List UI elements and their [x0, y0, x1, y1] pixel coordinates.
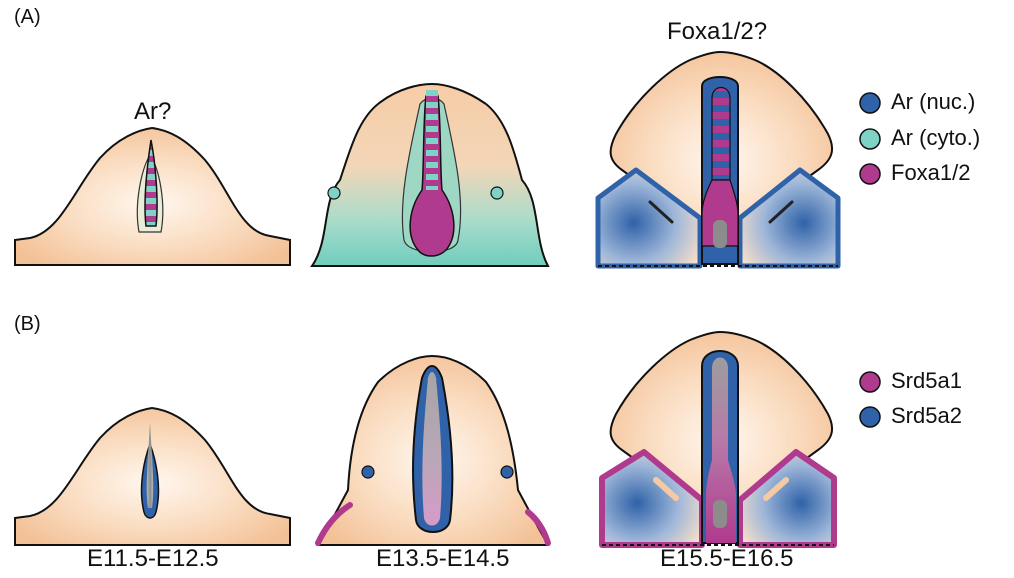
- legend-b-swatch-srd5a2: [860, 407, 880, 427]
- legend-b-swatch-srd5a1: [860, 372, 880, 392]
- legend-a-swatch-foxa: [860, 164, 880, 184]
- legend-a-swatch-ar-cyto: [860, 129, 880, 149]
- legend-a-swatch-ar-nuc: [860, 93, 880, 113]
- b-stage1-tubercle: [15, 408, 290, 545]
- a-stage3-tubercle: [598, 52, 838, 266]
- b-stage3-tubercle: [602, 332, 834, 545]
- a-stage2-tubercle: [312, 84, 548, 266]
- b-stage2-tubercle: [318, 356, 548, 545]
- a-stage1-tubercle: [15, 128, 290, 265]
